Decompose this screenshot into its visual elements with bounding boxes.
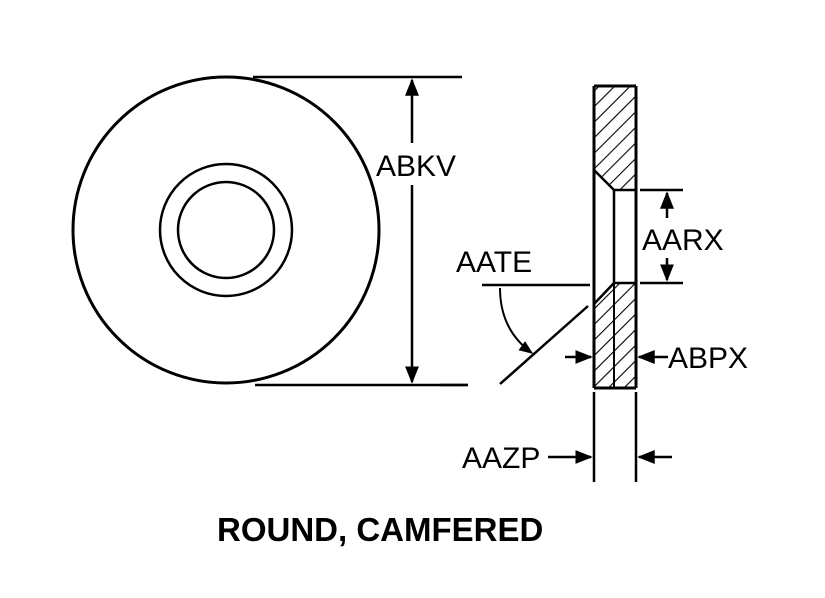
section-view xyxy=(592,84,638,390)
chamfer-angle-dimension: AATE xyxy=(440,246,590,387)
thickness-label: AAZP xyxy=(462,442,540,475)
outer-circle xyxy=(71,75,381,385)
chamfer-depth-dimension: ABPX xyxy=(565,342,748,375)
outer-diameter-label: ABKV xyxy=(376,150,456,183)
outer-diameter-dimension: ABKV xyxy=(253,75,468,387)
thickness-dimension: AAZP xyxy=(462,392,672,482)
chamfer-angle-label: AATE xyxy=(456,246,532,279)
chamfer-circle xyxy=(158,162,294,298)
front-view xyxy=(71,75,381,385)
chamfer-depth-label: ABPX xyxy=(668,342,748,375)
hole-diameter-dimension: AARX xyxy=(640,188,724,285)
hole-circle xyxy=(176,180,276,280)
diagram-title: ROUND, CAMFERED xyxy=(217,511,543,548)
upper-section-hatch xyxy=(594,86,636,190)
hole-diameter-label: AARX xyxy=(642,224,724,257)
